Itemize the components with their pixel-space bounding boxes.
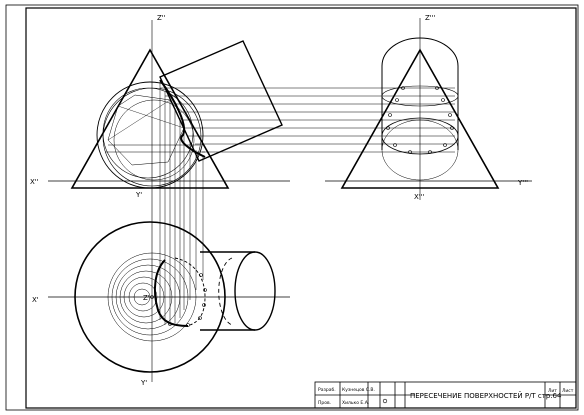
front-view — [48, 20, 455, 382]
top-center-mark — [150, 295, 154, 299]
label-x-front: X'' — [30, 178, 39, 186]
side-cylinder-ellipse-3 — [381, 119, 459, 181]
label-z-top: Z' — [143, 294, 150, 302]
inner-frame — [25, 7, 577, 409]
side-view — [325, 18, 532, 200]
front-aux-circle-1 — [96, 81, 204, 189]
top-intersection-curve-hidden — [174, 257, 206, 326]
top-intersection-curve — [153, 259, 189, 327]
front-to-top-projection-lines — [159, 82, 204, 325]
tb-developer-name: Кузнецов С.В. — [342, 387, 375, 393]
label-x-top: X' — [32, 296, 39, 304]
label-y-top: Y' — [140, 379, 147, 387]
side-cylinder-ellipse-1 — [381, 85, 459, 107]
side-cone — [340, 48, 500, 189]
label-z-side: Z''' — [425, 14, 436, 22]
outer-frame — [5, 4, 579, 411]
side-intersection-points — [386, 86, 454, 154]
label-x-side-bottom: X''' — [414, 193, 425, 201]
side-cylinder-ellipse-2 — [381, 117, 459, 155]
tb-col-sheet: Лит — [548, 388, 557, 394]
top-cylinder-end — [234, 251, 276, 331]
top-view — [48, 221, 290, 373]
title-block — [314, 381, 577, 409]
front-construction-line-a — [117, 105, 185, 129]
tb-title: ПЕРЕСЕЧЕНИЕ ПОВЕРХНОСТЕЙ Р/Т стр.64 — [410, 391, 562, 400]
front-aux-circle-3 — [102, 87, 194, 179]
top-cone-base — [74, 221, 226, 373]
tb-developer-role: Разраб. — [318, 387, 336, 393]
front-intersection-curve — [159, 79, 206, 158]
tb-checker-role: Пров. — [318, 400, 331, 406]
label-y-side: Y''' — [517, 179, 528, 187]
front-cone — [70, 48, 230, 189]
front-aux-circle-4 — [113, 99, 195, 181]
tb-col-sheets: Лист — [562, 388, 574, 394]
front-construction-line-b — [107, 99, 171, 141]
top-intersection-points — [168, 273, 207, 327]
top-cylinder-hidden-end — [218, 257, 233, 326]
top-concentric-circles — [107, 252, 197, 342]
label-z-front: Z'' — [157, 14, 166, 22]
label-y-top-mid: Y' — [135, 191, 142, 199]
front-to-side-projection-lines — [105, 87, 455, 153]
front-cylinder — [159, 40, 283, 162]
tb-checker-name: Хилько Е.А. — [342, 400, 369, 406]
title-block-mark — [382, 398, 388, 404]
